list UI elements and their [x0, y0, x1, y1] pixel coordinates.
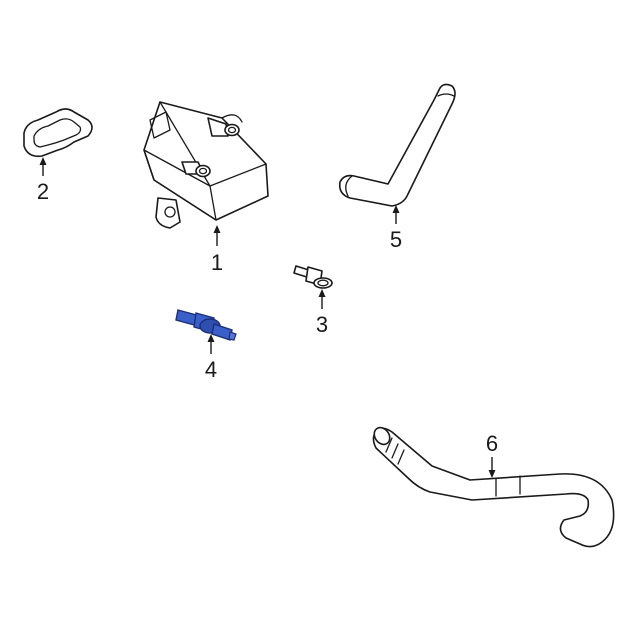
callout-3-label: 3: [316, 312, 328, 337]
callout-4: 4: [205, 334, 217, 382]
part-1-oil-cooler[interactable]: [143, 101, 269, 229]
part-3-bolt[interactable]: [293, 265, 333, 289]
callout-4-label: 4: [205, 357, 217, 382]
part-4-connector[interactable]: [175, 309, 237, 341]
callout-6-label: 6: [486, 431, 498, 456]
callout-5-label: 5: [390, 227, 402, 252]
part-2-gasket[interactable]: [23, 108, 93, 158]
callout-2: 2: [37, 157, 49, 204]
callout-5: 5: [390, 205, 402, 252]
part-6-lower-hose[interactable]: [371, 425, 615, 548]
callout-3: 3: [316, 289, 328, 337]
callout-1: 1: [211, 225, 223, 275]
callout-2-label: 2: [37, 179, 49, 204]
callout-6: 6: [486, 431, 498, 478]
part-5-upper-hose[interactable]: [338, 83, 456, 207]
callout-1-label: 1: [211, 250, 223, 275]
